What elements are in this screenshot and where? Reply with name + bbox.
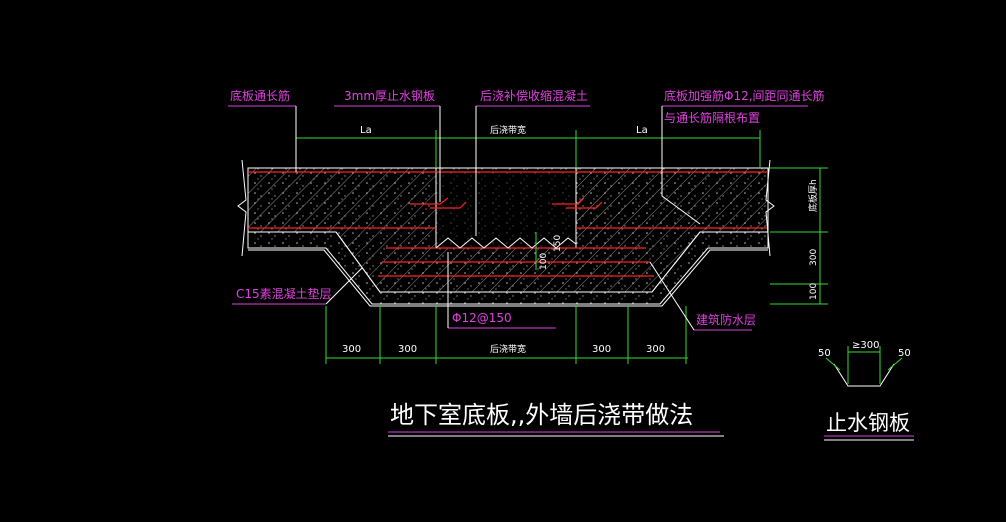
dimension-lines (295, 130, 828, 364)
label-waterproof-layer: 建筑防水层 (696, 312, 756, 327)
dim-slab-thickness: 底板厚h (807, 179, 819, 212)
plate-dim-50-right: 50 (898, 348, 911, 359)
dim-bottom-300-2: 300 (398, 344, 417, 355)
rebars (248, 171, 768, 277)
label-cushion-layer: C15素混凝土垫层 (236, 286, 332, 301)
waterstop-zigzag (435, 237, 577, 249)
label-additional-rebar-2: 与通长筋隔根布置 (664, 110, 760, 125)
post-pour-band (435, 168, 577, 248)
label-slab-long-rebar: 底板通长筋 (230, 88, 290, 103)
dim-depth-100: 100 (809, 283, 819, 300)
waterproof-line (248, 249, 768, 307)
plate-dim-300: ≥300 (852, 340, 879, 351)
dim-bottom-300-1: 300 (342, 344, 361, 355)
dim-la-right: La (636, 125, 648, 136)
waterstop-detail-title: 止水钢板 (826, 411, 910, 435)
dim-depth-300: 300 (809, 249, 819, 266)
dim-band-width-bottom: 后浇带宽 (490, 343, 526, 355)
dim-la-left: La (360, 125, 372, 136)
leader-lines (228, 105, 808, 331)
dim-small-150: 150 (553, 235, 563, 252)
plate-dim-50-left: 50 (818, 348, 831, 359)
label-shrinkage-concrete: 后浇补偿收缩混凝土 (480, 88, 588, 103)
dim-bottom-300-4: 300 (646, 344, 665, 355)
label-stirrup-rebar: Φ12@150 (452, 311, 512, 325)
label-waterstop-plate: 3mm厚止水钢板 (344, 89, 435, 103)
main-title: 地下室底板,,外墙后浇带做法 (390, 401, 693, 429)
break-marks (237, 159, 775, 257)
waterstop-detail (825, 346, 903, 387)
cushion-layer (247, 231, 769, 305)
dim-small-100: 100 (539, 253, 549, 270)
dim-bottom-300-3: 300 (592, 344, 611, 355)
label-additional-rebar-1: 底板加强筋Φ12,间距同通长筋 (664, 88, 825, 103)
dim-band-width-top: 后浇带宽 (490, 124, 526, 136)
